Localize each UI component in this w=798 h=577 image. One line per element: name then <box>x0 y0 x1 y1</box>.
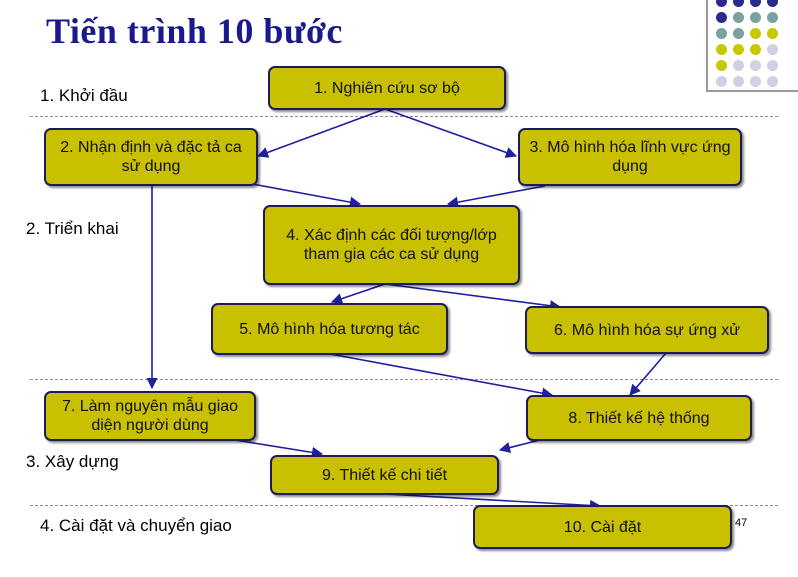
decorative-dot <box>716 76 727 87</box>
decorative-dot <box>733 76 744 87</box>
decorative-dot <box>750 12 761 23</box>
step-label-5: 5. Mô hình hóa tương tác <box>239 320 420 338</box>
arrow-4-to-6 <box>384 283 562 312</box>
decorative-dot <box>767 28 778 39</box>
step-label-10: 10. Cài đặt <box>563 518 642 536</box>
step-label-4: 4. Xác định các đối tượng/lớp tham gia c… <box>286 227 497 263</box>
step-box-3: 3. Mô hình hóa lĩnh vực ứng dụng <box>518 128 742 186</box>
decorative-dot <box>750 60 761 71</box>
arrow-9-to-10 <box>384 493 602 512</box>
step-label-6: 6. Mô hình hóa sự ứng xử <box>553 321 740 339</box>
decorative-dot <box>716 44 727 55</box>
decorative-dot <box>750 76 761 87</box>
arrow-6-to-8 <box>629 352 667 396</box>
arrow-2-to-4 <box>251 183 362 208</box>
page-number: 47 <box>735 517 748 529</box>
decorative-dot <box>767 44 778 55</box>
step-label-1: 1. Nghiên cứu sơ bộ <box>314 79 460 97</box>
decorative-dot <box>733 0 744 7</box>
step-label-8: 8. Thiết kế hệ thống <box>568 409 710 427</box>
step-label-7: 7. Làm nguyên mẫu giao diện người dùng <box>61 398 239 434</box>
phase-label-xay-dung: 3. Xây dựng <box>26 452 119 471</box>
decorative-dot <box>716 0 727 7</box>
decorative-dot <box>750 0 761 7</box>
phase-label-trien-khai: 2. Triển khai <box>26 219 119 238</box>
decorative-dot <box>750 44 761 55</box>
step-box-2: 2. Nhận định và đặc tả ca sử dụng <box>44 128 258 186</box>
phase-label-cai-dat-chuyen-giao: 4. Cài đặt và chuyển giao <box>40 516 232 535</box>
step-box-10: 10. Cài đặt <box>473 505 732 549</box>
decorative-dot <box>733 44 744 55</box>
phase-label-khoi-dau: 1. Khởi đầu <box>40 86 128 105</box>
slide-title: Tiến trình 10 bước <box>46 11 343 51</box>
arrow-8-to-9 <box>498 439 541 453</box>
corner-divider-vertical <box>706 0 708 92</box>
decorative-dot <box>767 12 778 23</box>
step-box-7: 7. Làm nguyên mẫu giao diện người dùng <box>44 391 256 441</box>
decorative-dot <box>767 0 778 7</box>
arrow-1-to-3 <box>384 108 518 158</box>
step-label-9: 9. Thiết kế chi tiết <box>321 466 448 484</box>
arrow-4-to-5 <box>330 283 386 305</box>
decorative-dot <box>733 60 744 71</box>
arrow-5-to-8 <box>329 353 554 399</box>
step-box-4: 4. Xác định các đối tượng/lớp tham gia c… <box>263 205 520 285</box>
phase-separator <box>30 379 778 380</box>
decorative-dot <box>750 28 761 39</box>
step-box-9: 9. Thiết kế chi tiết <box>270 455 499 495</box>
decorative-dot <box>716 60 727 71</box>
step-label-3: 3. Mô hình hóa lĩnh vực ứng dụng <box>529 139 731 175</box>
decorative-dot <box>716 28 727 39</box>
corner-divider-horizontal <box>706 90 798 92</box>
step-box-1: 1. Nghiên cứu sơ bộ <box>268 66 506 110</box>
step-box-5: 5. Mô hình hóa tương tác <box>211 303 448 355</box>
decorative-dot <box>767 76 778 87</box>
decorative-dot <box>767 60 778 71</box>
arrow-3-to-4 <box>446 185 546 208</box>
step-box-6: 6. Mô hình hóa sự ứng xử <box>525 306 769 354</box>
decorative-dot <box>716 12 727 23</box>
phase-separator <box>30 505 778 506</box>
decorative-dot <box>733 12 744 23</box>
arrow-7-to-9 <box>234 439 324 458</box>
step-label-2: 2. Nhận định và đặc tả ca sử dụng <box>60 139 242 175</box>
decorative-dot <box>733 28 744 39</box>
step-box-8: 8. Thiết kế hệ thống <box>526 395 752 441</box>
arrow-1-to-2 <box>256 108 386 158</box>
